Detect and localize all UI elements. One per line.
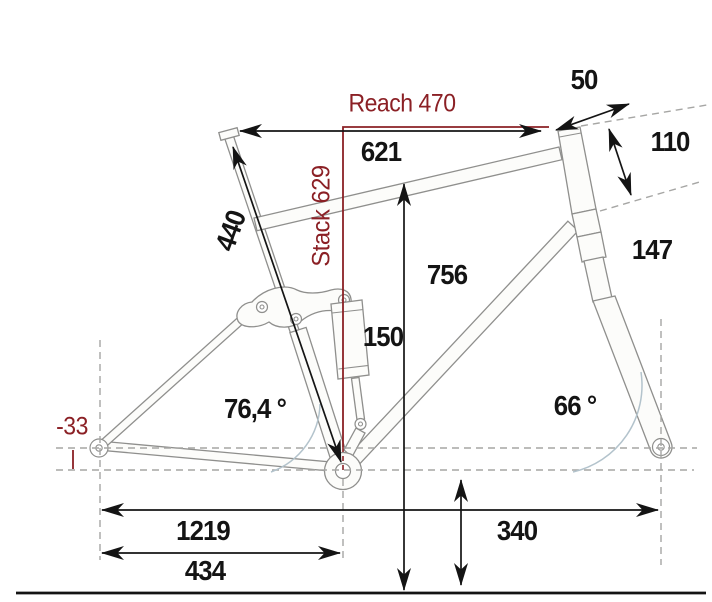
bottom-bracket-axle bbox=[334, 462, 352, 480]
head-tube-angle-label: 66 ° bbox=[553, 390, 597, 421]
chainstay bbox=[102, 440, 338, 473]
reach-label: Reach 470 bbox=[348, 89, 456, 118]
seat-tube-dim-line bbox=[232, 146, 342, 463]
head-tube-top-guide bbox=[580, 104, 708, 127]
shock-eyelet bbox=[354, 417, 367, 431]
stem-label: 50 bbox=[570, 64, 599, 95]
fork-label: 147 bbox=[631, 234, 673, 265]
bb-drop-label: -33 bbox=[56, 412, 88, 441]
fork-crown bbox=[576, 231, 607, 263]
head-tube-label: 110 bbox=[650, 126, 691, 157]
top-tube-label: 621 bbox=[360, 136, 402, 167]
dimension-lines bbox=[72, 103, 659, 591]
seatpost-clamp bbox=[218, 126, 240, 142]
wheelbase-label: 1219 bbox=[176, 515, 231, 546]
fork-stanchion bbox=[583, 256, 613, 303]
headset-top-cap bbox=[559, 132, 582, 138]
seat-tube-angle-label: 76,4 ° bbox=[223, 393, 287, 424]
standover-label: 756 bbox=[426, 259, 468, 290]
stack-label: Stack 629 bbox=[307, 165, 336, 267]
fork-lower-leg bbox=[592, 295, 673, 459]
head-tube bbox=[557, 126, 597, 215]
top-tube bbox=[253, 146, 563, 232]
shock-label: 150 bbox=[362, 321, 404, 352]
head-tube-dim-line bbox=[608, 128, 632, 196]
bb-height-label: 340 bbox=[496, 515, 538, 546]
chainstay-label: 434 bbox=[184, 555, 226, 586]
rocker-pivot-rear bbox=[255, 300, 269, 314]
head-tube-bottom-guide bbox=[599, 180, 704, 212]
bike-frame bbox=[89, 126, 673, 491]
stem-dim-line bbox=[555, 103, 630, 131]
seatstay bbox=[99, 308, 254, 448]
dashed-guides bbox=[56, 104, 708, 565]
shock-shaft bbox=[350, 376, 366, 421]
shock-eyelet-bolt bbox=[357, 421, 364, 427]
head-angle-arc bbox=[572, 371, 643, 473]
